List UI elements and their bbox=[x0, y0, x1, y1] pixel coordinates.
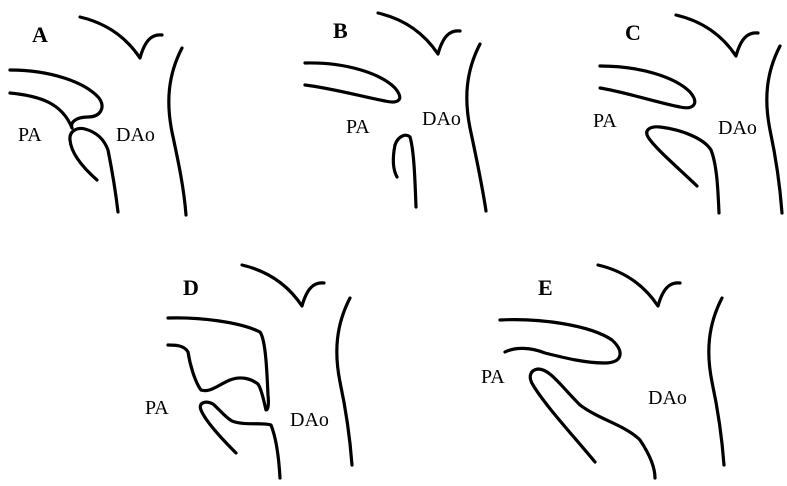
pa-label: PA bbox=[593, 110, 617, 132]
dao-label: DAo bbox=[648, 387, 687, 409]
ductus-upper-wall bbox=[305, 63, 400, 102]
dao-label: DAo bbox=[718, 117, 757, 139]
panel-c: C PA DAo bbox=[593, 15, 782, 213]
pulmonary-artery-wall bbox=[10, 93, 72, 128]
aortic-arch-outline bbox=[378, 13, 460, 54]
ductus-lower-wall bbox=[200, 402, 280, 478]
pa-label: PA bbox=[18, 124, 42, 146]
ductus-upper-wall bbox=[500, 320, 620, 363]
panel-letter-c: C bbox=[625, 20, 641, 45]
panel-e: E PA DAo bbox=[481, 265, 724, 478]
descending-aorta-wall bbox=[169, 48, 186, 215]
ductus-lower-wall bbox=[530, 369, 655, 478]
pa-label: PA bbox=[145, 397, 169, 419]
descending-aorta-wall bbox=[467, 44, 486, 211]
panel-letter-e: E bbox=[538, 275, 553, 300]
ductus-lower-wall bbox=[647, 127, 719, 213]
panel-d: D PA DAo bbox=[145, 265, 352, 478]
ductus-lower-wall bbox=[393, 135, 416, 207]
aortic-arch-outline bbox=[242, 265, 324, 306]
descending-aorta-wall bbox=[709, 298, 724, 465]
dao-label: DAo bbox=[116, 124, 155, 146]
pa-label: PA bbox=[481, 366, 505, 388]
panel-letter-d: D bbox=[183, 275, 199, 300]
pa-label: PA bbox=[346, 116, 370, 138]
panel-b: B PA DAo bbox=[305, 13, 486, 211]
dao-label: DAo bbox=[422, 108, 461, 130]
ductus-upper-wall bbox=[168, 318, 268, 410]
aortic-arch-outline bbox=[676, 15, 758, 56]
aortic-arch-outline bbox=[80, 17, 162, 58]
descending-aorta-wall bbox=[337, 298, 352, 465]
panel-letter-a: A bbox=[32, 22, 48, 47]
descending-aorta-wall bbox=[767, 46, 782, 213]
dao-label: DAo bbox=[290, 409, 329, 431]
ductus-upper-wall bbox=[10, 70, 102, 128]
panel-a: A PA DAo bbox=[10, 17, 186, 215]
panel-letter-b: B bbox=[333, 18, 348, 43]
ductus-lower-wall bbox=[70, 128, 118, 212]
aortic-arch-outline bbox=[598, 265, 680, 306]
ductus-upper-wall bbox=[600, 66, 695, 108]
